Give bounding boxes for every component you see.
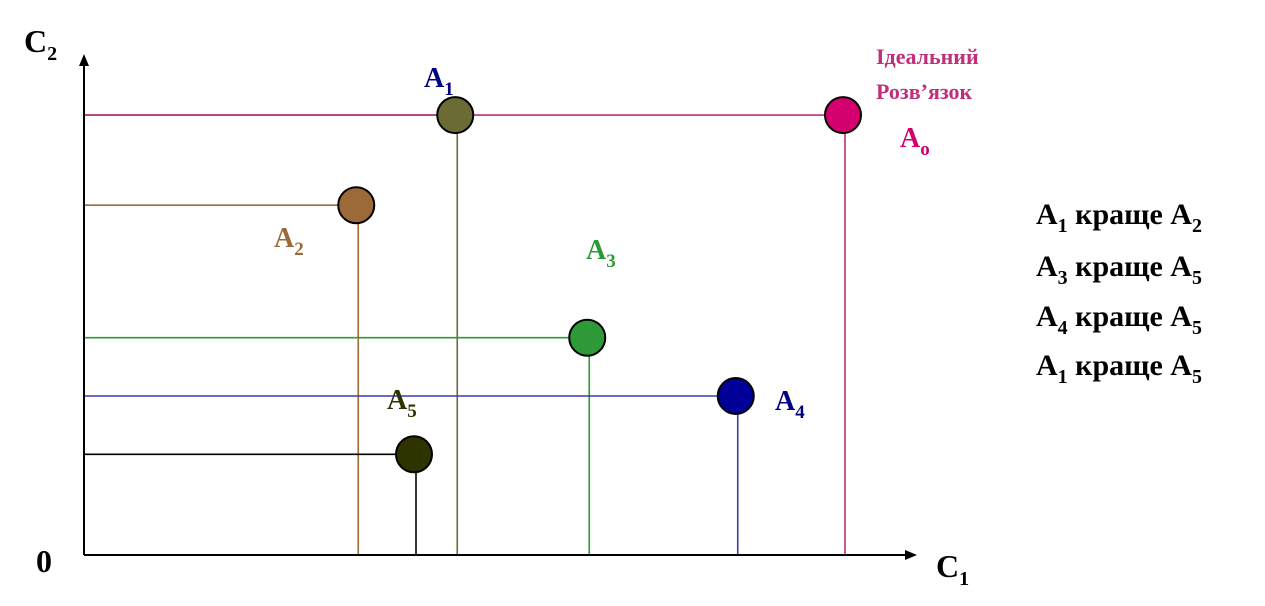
point-a0: [824, 96, 862, 135]
alternative-points: [337, 96, 862, 474]
statement-2: A3 краще A5: [1036, 250, 1202, 289]
statement-4: A1 краще A5: [1036, 349, 1202, 388]
guide-lines: [84, 114, 846, 555]
point-a2: [337, 186, 376, 225]
label-a2: A2: [274, 223, 304, 260]
point-a1: [436, 96, 475, 135]
label-a5: A5: [387, 385, 417, 422]
ideal-caption-line1: Ідеальний: [876, 44, 979, 69]
y-axis-label: C2: [24, 23, 57, 65]
point-a5: [395, 435, 433, 474]
ideal-caption-line2: Розв’язок: [876, 79, 973, 104]
label-a4: A4: [775, 386, 805, 423]
x-axis-label: C1: [936, 548, 969, 590]
dominance-statements: A1 краще A2 A3 краще A5 A4 краще A5 A1 к…: [1036, 198, 1202, 388]
label-a0: Ao: [900, 123, 930, 160]
origin-label: 0: [36, 543, 52, 579]
statement-1: A1 краще A2: [1036, 198, 1202, 237]
label-a3: A3: [586, 235, 616, 272]
label-a1: A1: [424, 63, 454, 100]
statement-3: A4 краще A5: [1036, 300, 1202, 339]
point-a3: [568, 318, 607, 357]
point-a4: [716, 377, 755, 415]
